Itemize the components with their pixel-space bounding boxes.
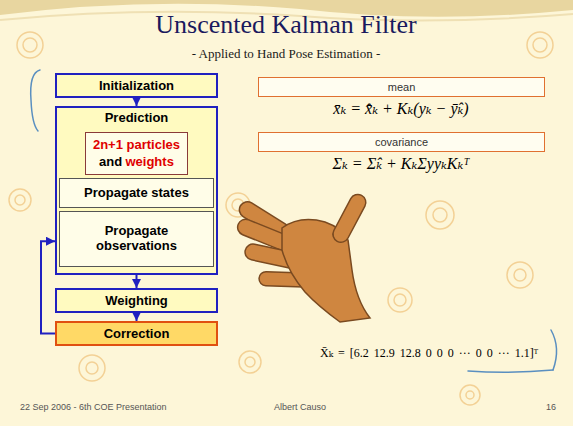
- text-holder: covariance: [371, 135, 432, 149]
- hand-palm: [282, 220, 370, 322]
- process-box: Weighting: [55, 288, 218, 313]
- hand-thumb: [330, 192, 369, 245]
- circle-pattern: [514, 269, 526, 281]
- flow-arrow: [41, 241, 55, 333]
- box-text: Propagate states: [84, 186, 189, 201]
- text-holder: Prediction: [101, 108, 173, 127]
- hand-drawn-bracket: [468, 370, 553, 372]
- circle-pattern: [9, 32, 553, 405]
- circle-pattern: [388, 288, 412, 312]
- hand-drawn-bracket: [31, 70, 557, 372]
- step-box: Propagate observations: [59, 211, 214, 267]
- step-box: Propagate states: [59, 178, 214, 208]
- box-text: and: [99, 154, 122, 169]
- subtitle: - Applied to Hand Pose Estimation -: [192, 46, 380, 62]
- text-holder: mean: [384, 80, 420, 94]
- circle-pattern: [15, 195, 25, 205]
- circle-pattern: [507, 262, 533, 288]
- box-text: weights: [125, 154, 173, 169]
- text-holder: Propagate states: [62, 184, 211, 203]
- flow-arrow: [136, 275, 138, 288]
- box-text: Correction: [104, 326, 170, 341]
- box-text: covariance: [375, 136, 428, 148]
- footer-text: Albert Causo: [274, 402, 326, 412]
- hand-illustration: [235, 192, 370, 322]
- flow-arrow: [136, 98, 138, 106]
- process-box: Initialization: [55, 73, 218, 98]
- circle-pattern: [9, 189, 31, 211]
- footer-text: 22 Sep 2006 - 6th COE Presentation: [20, 402, 167, 412]
- box-text: Initialization: [99, 78, 174, 93]
- box-text: Propagate observations: [82, 224, 191, 254]
- text-holder: Weighting: [101, 292, 172, 309]
- formula: x̄ₖ = x̄̂ₖ + Kₖ(yₖ − ȳ̂ₖ): [333, 99, 468, 118]
- circle-pattern: [426, 201, 454, 229]
- text-holder: Propagate observations: [60, 222, 213, 256]
- circle-pattern: [86, 362, 98, 374]
- circle-pattern: [533, 38, 547, 52]
- hand-thumb: [330, 192, 369, 245]
- circle-pattern: [23, 38, 37, 52]
- flow-arrow: [136, 313, 138, 321]
- group-box: Prediction 2n+1 particlesandweightsPropag…: [55, 106, 218, 275]
- text-holder: 2n+1 particlesandweights: [89, 135, 184, 172]
- process-box: Correction: [55, 321, 218, 346]
- step-box: 2n+1 particlesandweights: [85, 132, 188, 175]
- box-text: mean: [388, 81, 416, 93]
- circle-pattern: [460, 385, 480, 405]
- slide-title: Unscented Kalman Filter: [155, 10, 416, 40]
- state-vector: X̄ₖ = [6.2 12.9 12.8 0 0 0 ··· 0 0 ··· 1…: [320, 346, 538, 361]
- box-text: Weighting: [105, 293, 168, 308]
- circle-pattern: [394, 294, 406, 306]
- formula-heading-box: mean: [258, 77, 545, 97]
- formula-heading-box: covariance: [258, 132, 545, 152]
- text-holder: Correction: [100, 325, 174, 342]
- circle-pattern: [527, 32, 553, 58]
- circle-pattern: [245, 357, 255, 367]
- circle-pattern: [433, 208, 447, 222]
- hand-drawn-bracket: [551, 330, 557, 370]
- circle-pattern: [17, 32, 43, 58]
- circle-pattern: [239, 351, 261, 373]
- text-holder: Initialization: [95, 77, 178, 94]
- page-number: 16: [546, 402, 556, 412]
- box-text: 2n+1 particles: [93, 137, 180, 153]
- hand-drawn-bracket: [31, 70, 40, 131]
- circle-pattern: [79, 355, 105, 381]
- formula: Σₖ = Σ̂ₖ + KₖΣyyₖKₖᵀ: [332, 154, 469, 173]
- box-text: Prediction: [105, 110, 169, 125]
- circle-pattern: [466, 391, 474, 399]
